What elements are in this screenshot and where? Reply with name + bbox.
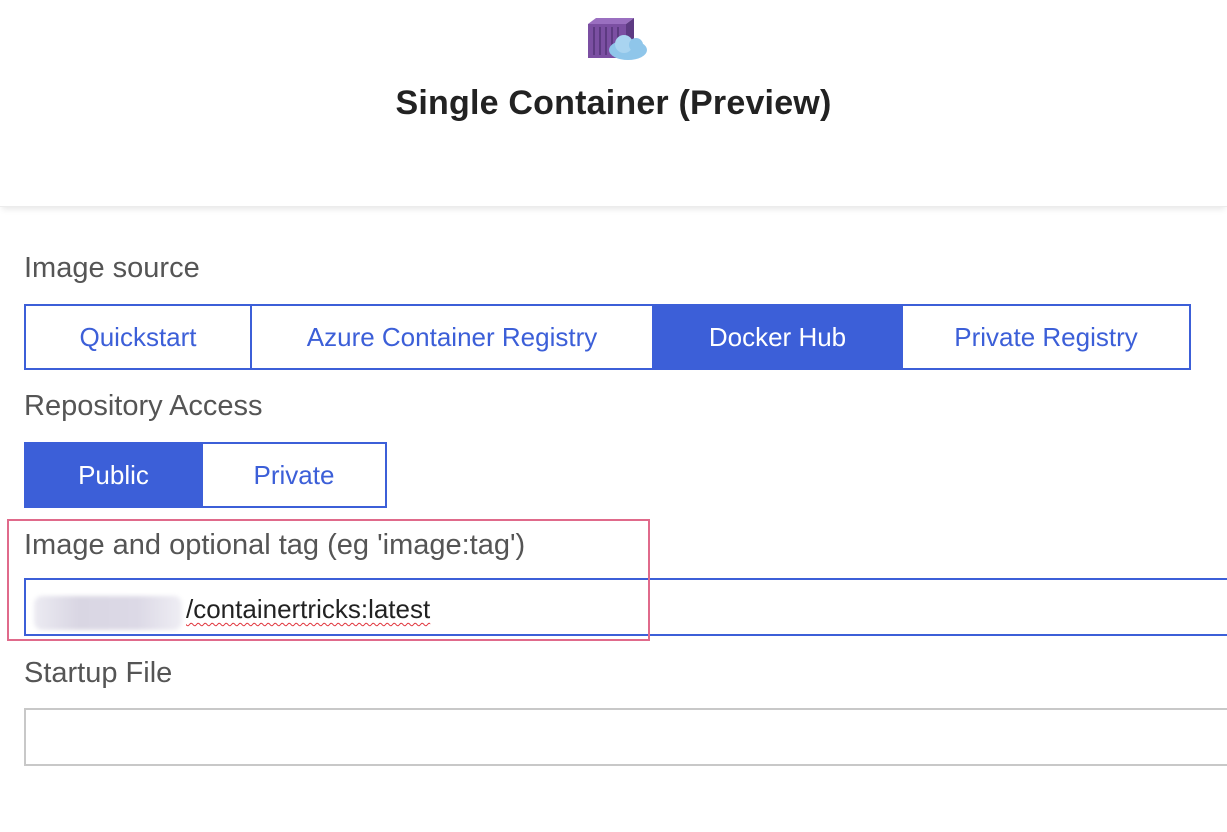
startup-file-input[interactable]	[24, 708, 1227, 766]
image-source-azure-container-registry[interactable]: Azure Container Registry	[252, 306, 654, 368]
repository-access-public[interactable]: Public	[26, 444, 203, 506]
image-source-quickstart[interactable]: Quickstart	[26, 306, 252, 368]
page-title: Single Container (Preview)	[395, 84, 832, 122]
image-tag-value: /containertricks:latest	[186, 594, 431, 624]
image-source-docker-hub[interactable]: Docker Hub	[654, 306, 903, 368]
image-tag-label: Image and optional tag (eg 'image:tag')	[24, 529, 526, 561]
repository-access-private[interactable]: Private	[203, 444, 385, 506]
startup-file-label: Startup File	[24, 657, 173, 689]
image-source-selector: Quickstart Azure Container Registry Dock…	[24, 304, 1191, 370]
image-tag-input[interactable]: /containertricks:latest	[24, 578, 1227, 636]
repository-access-label: Repository Access	[24, 390, 263, 422]
image-source-label: Image source	[24, 252, 200, 284]
image-source-private-registry[interactable]: Private Registry	[903, 306, 1189, 368]
panel-header: Single Container (Preview)	[0, 0, 1227, 207]
redacted-username	[34, 596, 182, 630]
repository-access-selector: Public Private	[24, 442, 387, 508]
container-cloud-icon	[588, 18, 647, 60]
